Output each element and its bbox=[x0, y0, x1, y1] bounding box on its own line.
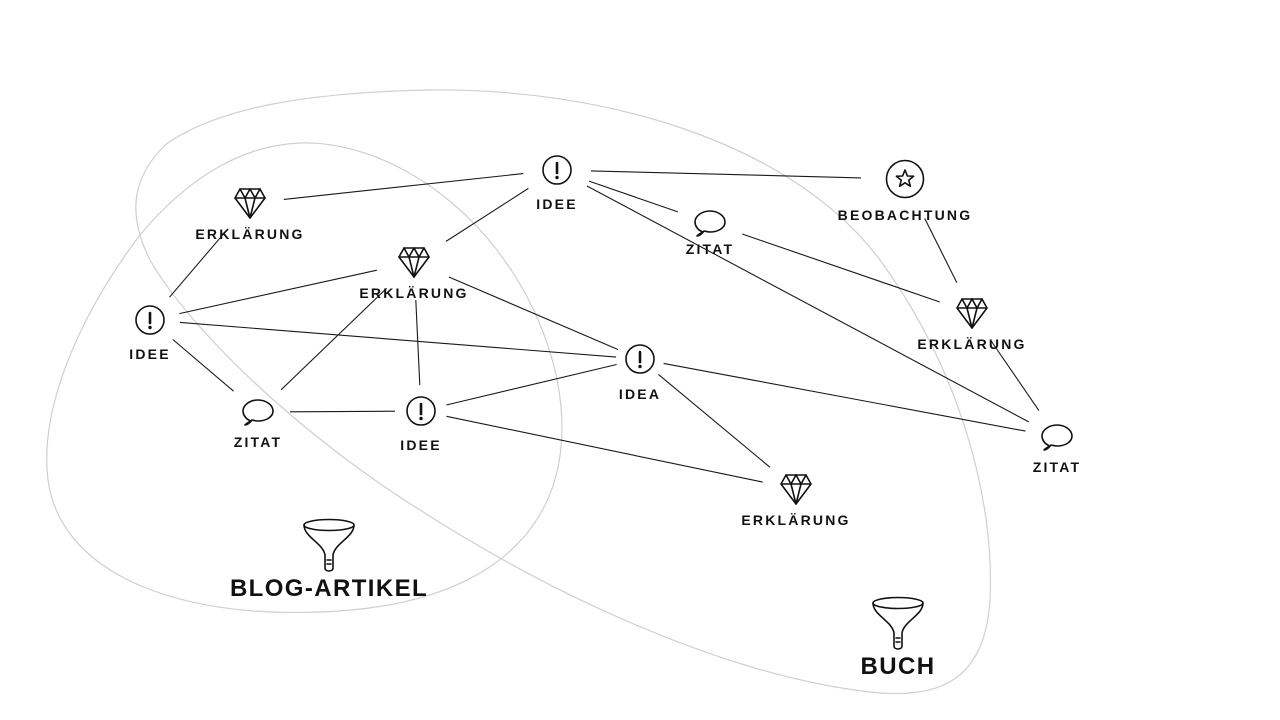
edge-idee-bottom-to-idea-center bbox=[446, 363, 617, 406]
edge-erklaerung-center-to-zitat-left bbox=[280, 287, 387, 391]
node-erklaerung-right[interactable]: ERKLÄRUNG bbox=[917, 298, 1026, 352]
node-zitat-left[interactable]: ZITAT bbox=[234, 399, 283, 450]
exclamation-icon bbox=[625, 344, 655, 374]
edge-erklaerung-center-to-idee-bottom bbox=[415, 299, 421, 386]
diamond-icon bbox=[780, 474, 812, 505]
node-label: IDEE bbox=[129, 346, 170, 362]
group-label: BLOG-ARTIKEL bbox=[230, 575, 428, 602]
exclamation-icon bbox=[406, 396, 436, 426]
group-label: BUCH bbox=[861, 653, 936, 680]
node-label: IDEE bbox=[400, 437, 441, 453]
funnel-icon bbox=[303, 518, 355, 572]
node-idea-center[interactable]: IDEA bbox=[619, 344, 661, 402]
nodes: IDEE BEOBACHTUNG ERKLÄRUNG ZITAT bbox=[129, 155, 1082, 528]
node-label: IDEE bbox=[536, 196, 577, 212]
edge-idee-bottom-to-erklaerung-bottom bbox=[446, 415, 763, 483]
blog-artikel-region bbox=[46, 142, 563, 614]
node-label: IDEA bbox=[619, 386, 661, 402]
edge-erklaerung-center-to-idee-left bbox=[179, 269, 378, 315]
node-zitat-right[interactable]: ZITAT bbox=[1033, 424, 1082, 475]
exclamation-icon bbox=[542, 155, 572, 185]
group-blog-artikel[interactable]: BLOG-ARTIKEL bbox=[230, 518, 428, 603]
node-label: ERKLÄRUNG bbox=[917, 336, 1026, 352]
edge-zitat-top-to-erklaerung-right bbox=[742, 233, 940, 303]
edge-erklaerung-left-to-idee-left bbox=[169, 228, 229, 298]
speech-bubble-icon bbox=[694, 210, 726, 237]
node-erklaerung-bottom[interactable]: ERKLÄRUNG bbox=[741, 474, 850, 528]
edge-idea-center-to-zitat-right bbox=[663, 362, 1026, 432]
node-beobachtung[interactable]: BEOBACHTUNG bbox=[838, 159, 973, 224]
node-idee-left[interactable]: IDEE bbox=[129, 305, 170, 362]
node-label: ERKLÄRUNG bbox=[741, 512, 850, 528]
speech-bubble-icon bbox=[1041, 424, 1073, 451]
edge-idea-center-to-erklaerung-bottom bbox=[658, 373, 771, 468]
node-label: ZITAT bbox=[686, 241, 735, 257]
speech-bubble-icon bbox=[242, 399, 274, 426]
diamond-icon bbox=[234, 188, 266, 219]
diamond-icon bbox=[398, 247, 430, 278]
edges bbox=[169, 170, 1040, 483]
node-label: ZITAT bbox=[1033, 459, 1082, 475]
edge-beobachtung-to-erklaerung-right bbox=[924, 218, 958, 283]
group-regions bbox=[46, 89, 992, 695]
diamond-icon bbox=[956, 298, 988, 329]
node-idee-bottom[interactable]: IDEE bbox=[400, 396, 441, 453]
node-erklaerung-left[interactable]: ERKLÄRUNG bbox=[195, 188, 304, 242]
edge-erklaerung-center-to-idea-center bbox=[448, 276, 619, 351]
funnel-icon bbox=[872, 596, 924, 650]
edge-idee-top-to-zitat-right bbox=[586, 185, 1030, 423]
edge-idee-top-to-zitat-top bbox=[588, 180, 679, 213]
group-buch[interactable]: BUCH bbox=[861, 596, 936, 681]
node-label: ERKLÄRUNG bbox=[359, 285, 468, 301]
node-label: BEOBACHTUNG bbox=[838, 207, 973, 223]
node-idee-top[interactable]: IDEE bbox=[536, 155, 577, 212]
star-icon bbox=[885, 159, 925, 199]
node-label: ERKLÄRUNG bbox=[195, 226, 304, 242]
edge-erklaerung-right-to-zitat-right bbox=[990, 340, 1040, 411]
node-label: ZITAT bbox=[234, 434, 283, 450]
edge-idee-left-to-zitat-left bbox=[172, 339, 234, 392]
node-zitat-top[interactable]: ZITAT bbox=[686, 210, 735, 257]
edge-erklaerung-left-to-idee-top bbox=[283, 173, 524, 200]
buch-region bbox=[135, 89, 992, 695]
edge-idee-top-to-erklaerung-center bbox=[445, 187, 529, 242]
edge-idee-left-to-idea-center bbox=[179, 321, 617, 358]
edge-idee-top-to-beobachtung bbox=[590, 170, 862, 179]
node-erklaerung-center[interactable]: ERKLÄRUNG bbox=[359, 247, 468, 301]
exclamation-icon bbox=[135, 305, 165, 335]
edge-zitat-left-to-idee-bottom bbox=[289, 410, 396, 413]
